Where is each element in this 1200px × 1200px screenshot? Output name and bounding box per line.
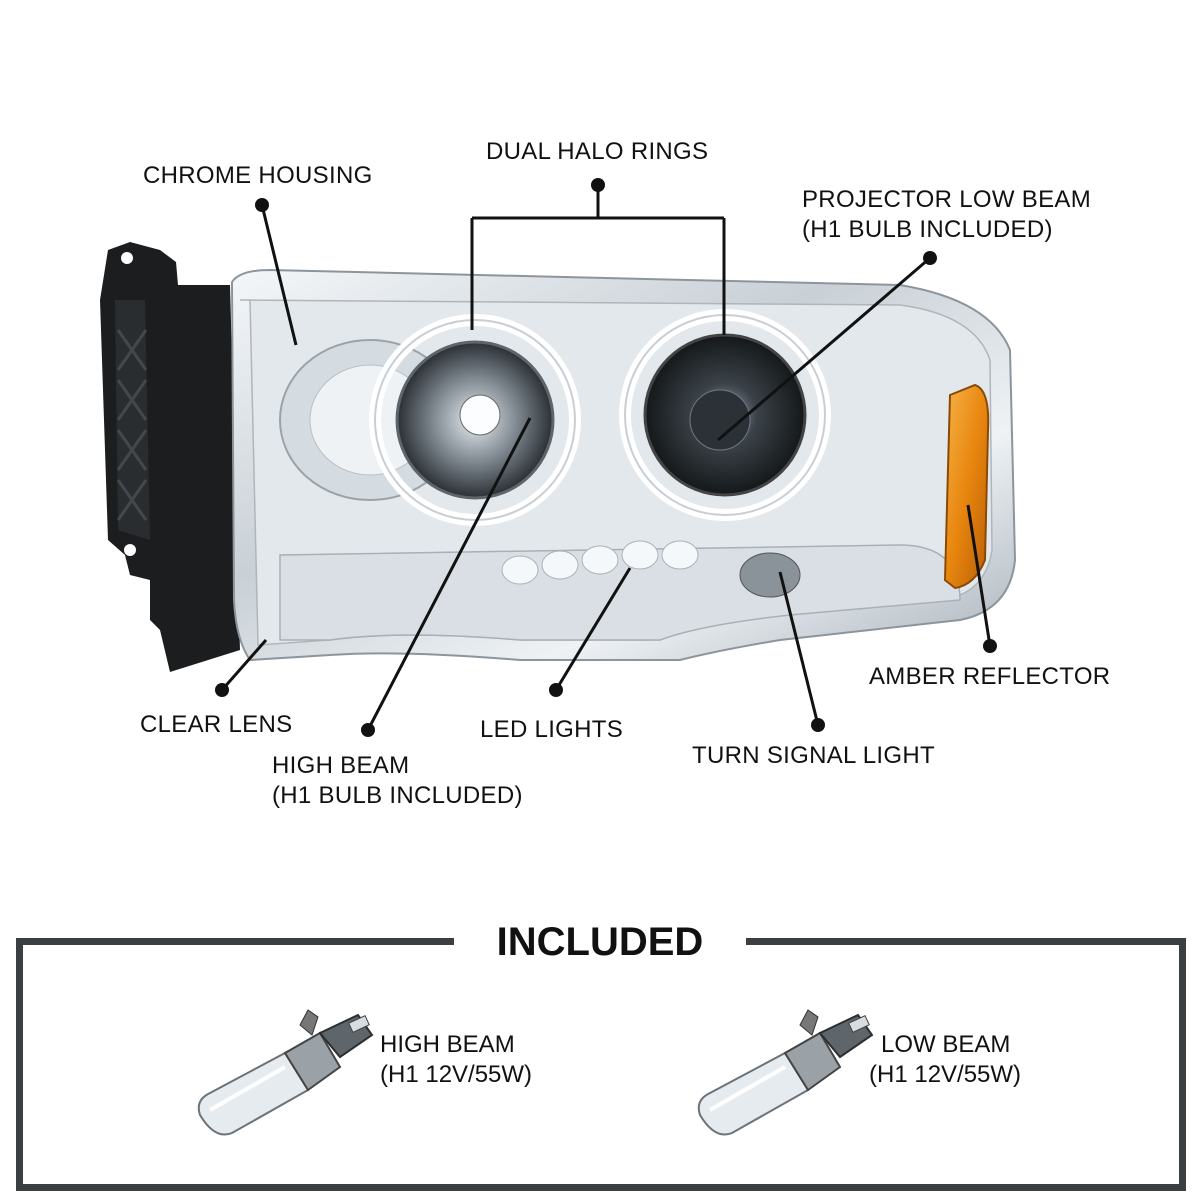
projector-low-beam-line1: PROJECTOR LOW BEAM: [802, 186, 1091, 213]
projector-low-beam-line2: (H1 BULB INCLUDED): [802, 216, 1053, 243]
frame-top-left: [16, 938, 454, 945]
led-lights-label: LED LIGHTS: [480, 716, 624, 743]
amber-reflector-label: AMBER REFLECTOR: [869, 663, 1111, 690]
high-beam-line2: (H1 BULB INCLUDED): [272, 782, 523, 809]
high-beam-line1: HIGH BEAM: [272, 752, 410, 779]
callout-lines: [220, 185, 992, 731]
dual-halo-rings-label: DUAL HALO RINGS: [486, 138, 709, 165]
included-high-beam-line2: (H1 12V/55W): [380, 1061, 533, 1088]
chrome-housing-shape: [230, 268, 1017, 662]
mounting-bracket: [100, 242, 240, 672]
halo-ring-right: [619, 309, 831, 521]
halo-ring-left: [369, 314, 581, 526]
clear-lens-label: CLEAR LENS: [140, 711, 293, 738]
included-low-beam-line1: LOW BEAM: [881, 1031, 1011, 1058]
included-low-beam-line2: (H1 12V/55W): [869, 1061, 1022, 1088]
high-beam-label: HIGH BEAM (H1 BULB INCLUDED): [272, 751, 523, 811]
amber-reflector-shape: [943, 383, 990, 590]
callout-dots: [215, 178, 997, 737]
frame-top-right: [746, 938, 1179, 945]
projector-low-beam-label: PROJECTOR LOW BEAM (H1 BULB INCLUDED): [802, 185, 1091, 245]
h1-bulb-image: [197, 1009, 374, 1136]
included-high-beam-line1: HIGH BEAM: [380, 1031, 515, 1058]
chrome-housing-label: CHROME HOUSING: [143, 162, 373, 189]
included-frame: [16, 938, 1186, 1191]
included-title: INCLUDED: [460, 916, 740, 968]
turn-signal-light-label: TURN SIGNAL LIGHT: [692, 742, 935, 769]
included-low-beam-label: LOW BEAM (H1 12V/55W): [869, 1030, 1021, 1090]
included-high-beam-label: HIGH BEAM (H1 12V/55W): [380, 1030, 532, 1090]
h1-bulb-image: [697, 1009, 874, 1136]
headlight-diagram: [100, 178, 1017, 737]
